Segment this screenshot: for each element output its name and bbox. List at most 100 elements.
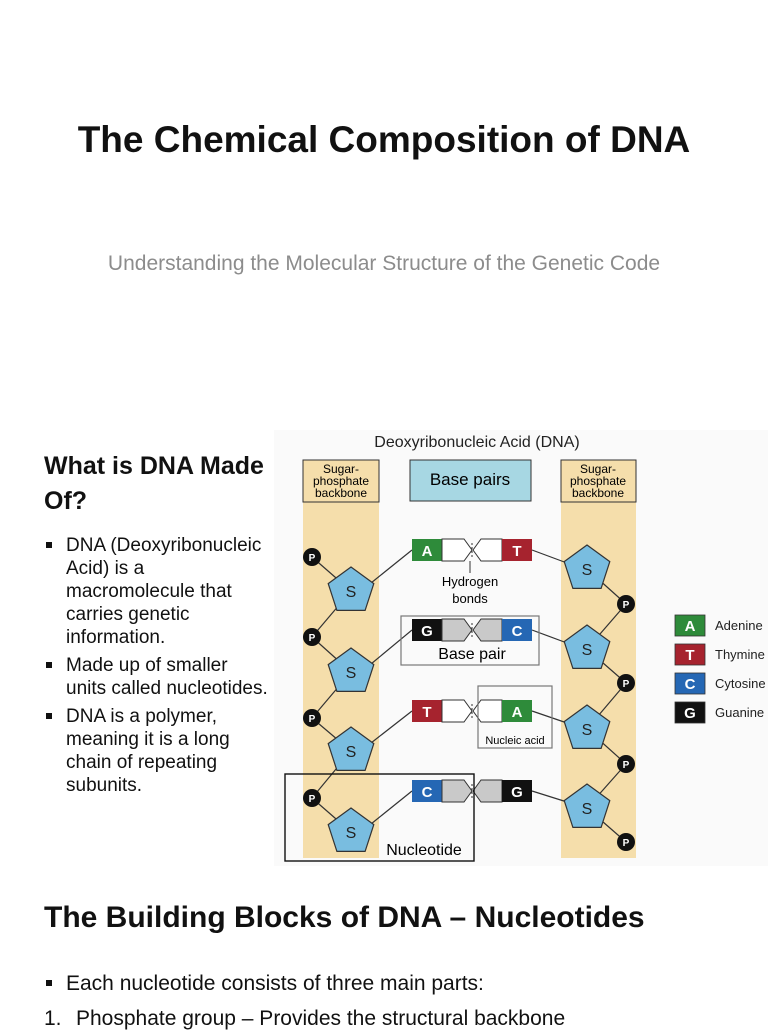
- base-connector-left: [441, 538, 473, 562]
- sugar-label: S: [346, 825, 357, 842]
- phosphate-dot: [617, 674, 635, 692]
- left-backbone-label-line: Sugar-: [323, 462, 359, 476]
- item-number: 1.: [44, 1007, 62, 1030]
- glycosidic-bond-left: [370, 629, 413, 665]
- base-pairs-label: Base pairs: [430, 470, 510, 489]
- right-backbone-label-line: backbone: [572, 486, 624, 500]
- phosphate-dot: [617, 833, 635, 851]
- glycosidic-bond-left: [370, 549, 413, 584]
- phosphate-dot: [303, 789, 321, 807]
- legend-letter: A: [685, 618, 696, 635]
- glycosidic-bond-right: [531, 790, 568, 803]
- legend-letter: T: [685, 647, 694, 664]
- base-block-right: [502, 619, 532, 641]
- base-letter-right: A: [512, 704, 523, 721]
- legend-letter: G: [684, 705, 696, 722]
- sugar-label: S: [582, 801, 593, 818]
- backbone-bonds: [311, 556, 627, 843]
- hydrogen-bonds-label-line: Hydrogen: [442, 574, 498, 589]
- base-block-left: [412, 619, 442, 641]
- sugar-label: S: [582, 722, 593, 739]
- phosphate-label: P: [623, 838, 630, 849]
- dna-structure-diagram: Deoxyribonucleic Acid (DNA) Sugar- phosp…: [274, 430, 768, 866]
- sugar-pentagon: [563, 624, 611, 669]
- phosphate-dot: [617, 595, 635, 613]
- right-backbone-label-line: phosphate: [570, 474, 626, 488]
- sugar-pentagon: [327, 726, 375, 771]
- legend-swatch: [674, 643, 706, 666]
- base-block-left: [412, 780, 442, 802]
- nucleic-acid-label: Nucleic acid: [485, 735, 544, 747]
- base-pairs-header: [409, 459, 532, 502]
- glycosidic-bond-right: [531, 629, 568, 644]
- sugar-pentagon: [563, 704, 611, 749]
- right-backbone-label-line: Sugar-: [580, 462, 616, 476]
- base-letter-left: T: [422, 704, 431, 721]
- phosphate-label: P: [309, 553, 316, 564]
- legend-swatch: [674, 614, 706, 637]
- sugar-label: S: [582, 642, 593, 659]
- dna-bullet-list: DNA (Deoxyribonucleic Acid) is a macromo…: [44, 534, 272, 802]
- bullet-item: Made up of smaller units called nucleoti…: [44, 654, 272, 700]
- base-block-right: [502, 700, 532, 722]
- base-letter-right: T: [512, 543, 521, 560]
- base-block-left: [412, 539, 442, 561]
- legend-name: Guanine: [715, 705, 764, 720]
- nucleotide-box: [284, 773, 475, 862]
- glycosidic-bond-left: [370, 710, 413, 744]
- nucleotide-label: Nucleotide: [386, 842, 462, 859]
- base-letter-right: C: [512, 623, 523, 640]
- nucleotide-parts-list: 1. Phosphate group – Provides the structu…: [44, 1005, 764, 1033]
- base-letter-left: C: [422, 784, 433, 801]
- base-pair-box: [400, 615, 540, 666]
- backbone-chain: [311, 556, 627, 843]
- base-letter-right: G: [511, 784, 523, 801]
- hydrogen-bonds-label-line: bonds: [452, 591, 488, 606]
- base-block-right: [502, 539, 532, 561]
- phosphate-label: P: [309, 794, 316, 805]
- base-pair-label: Base pair: [438, 646, 506, 663]
- item-text: Phosphate group – Provides the structura…: [76, 1007, 566, 1030]
- sugar-pentagon: [563, 544, 611, 589]
- phosphate-label: P: [623, 600, 630, 611]
- numbered-item: 1. Phosphate group – Provides the structu…: [44, 1005, 764, 1033]
- page-subtitle: Understanding the Molecular Structure of…: [107, 252, 661, 275]
- phosphate-dot: [617, 755, 635, 773]
- phosphate-dot: [303, 548, 321, 566]
- left-backbone-label-line: backbone: [315, 486, 367, 500]
- bullet-item: DNA is a polymer, meaning it is a long c…: [44, 705, 272, 797]
- figure-title: Deoxyribonucleic Acid (DNA): [374, 434, 579, 451]
- sugar-label: S: [346, 584, 357, 601]
- legend-swatch: [674, 672, 706, 695]
- legend-letter: C: [685, 676, 696, 693]
- nucleotide-bullet-list: Each nucleotide consists of three main p…: [44, 970, 744, 998]
- section-heading-what-is-dna: What is DNA Made Of?: [44, 452, 264, 515]
- base-block-left: [412, 700, 442, 722]
- section-heading-building-blocks: The Building Blocks of DNA – Nucleotides: [44, 901, 645, 934]
- legend-name: Cytosine: [715, 676, 766, 691]
- phosphate-dot: [303, 628, 321, 646]
- left-backbone-label-line: phosphate: [313, 474, 369, 488]
- sugar-label: S: [346, 744, 357, 761]
- base-letter-left: A: [422, 543, 433, 560]
- glycosidic-bond-left: [370, 790, 413, 825]
- phosphate-label: P: [623, 760, 630, 771]
- base-connector-left: [441, 779, 473, 803]
- phosphate-label: P: [309, 633, 316, 644]
- base-block-right: [502, 780, 532, 802]
- phosphate-label: P: [623, 679, 630, 690]
- legend-name: Adenine: [715, 618, 763, 633]
- bullet-item: DNA (Deoxyribonucleic Acid) is a macromo…: [44, 534, 272, 649]
- glycosidic-bond-right: [531, 549, 568, 564]
- sugar-pentagon: [327, 566, 375, 611]
- legend-swatch: [674, 701, 706, 724]
- page-title: The Chemical Composition of DNA: [77, 119, 691, 160]
- legend-name: Thymine: [715, 647, 765, 662]
- sugar-label: S: [582, 562, 593, 579]
- nucleic-acid-box: [477, 685, 553, 749]
- sugar-label: S: [346, 665, 357, 682]
- glycosidic-bond-right: [531, 710, 568, 724]
